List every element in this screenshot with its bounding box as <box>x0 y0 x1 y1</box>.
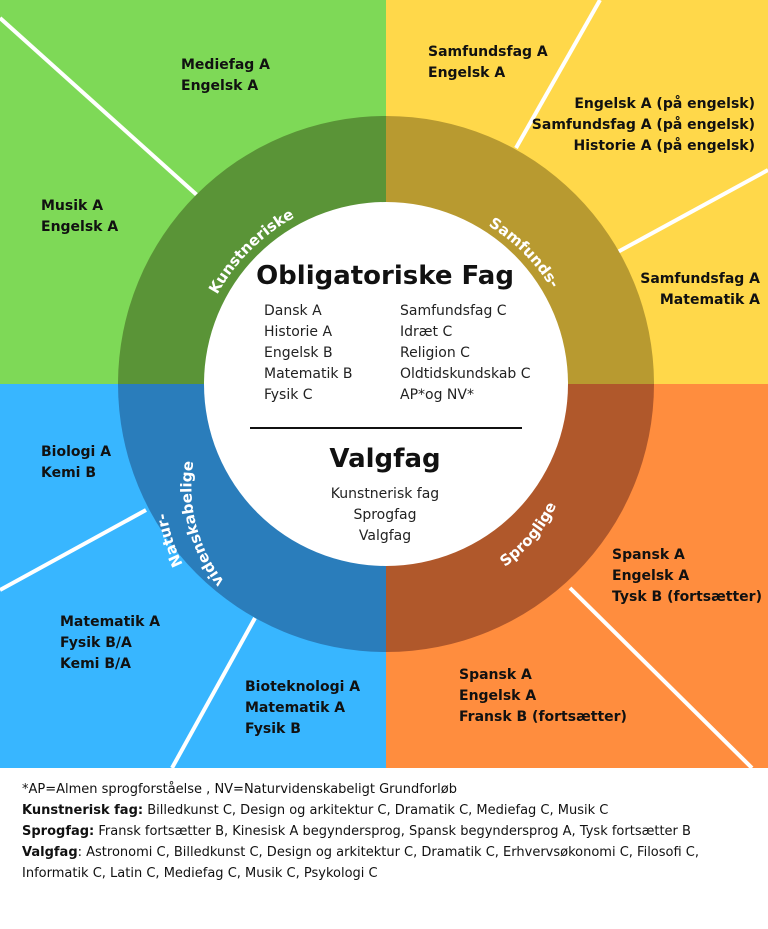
separator-lines <box>0 0 768 768</box>
subject-label: Engelsk A <box>181 78 259 94</box>
subject-label: Samfundsfag A (på engelsk) <box>531 117 755 133</box>
sprog-note-text: Fransk fortsætter B, Kinesisk A begynder… <box>94 824 691 839</box>
subject-item: Idræt C <box>400 324 453 340</box>
subject-label: Matematik A <box>659 292 760 308</box>
subject-label: Matematik A <box>60 614 161 630</box>
subject-item: Dansk A <box>264 303 322 319</box>
natur-group-3: Bioteknologi A Matematik A Fysik B <box>245 677 360 740</box>
subject-label: Fysik B <box>245 721 301 737</box>
valg-note-text: : Astronomi C, Billedkunst C, Design og … <box>22 845 700 881</box>
kunst-note-label: Kunstnerisk fag: <box>22 803 144 818</box>
subject-label: Fysik B/A <box>60 635 132 651</box>
subject-label: Engelsk A <box>428 65 506 81</box>
elective-item: Sprogfag <box>353 507 417 523</box>
subject-label: Kemi B/A <box>60 656 131 672</box>
natur-group-2: Matematik A Fysik B/A Kemi B/A <box>60 612 160 675</box>
subject-item: Religion C <box>400 345 470 361</box>
samfund-group-1: Samfundsfag A Engelsk A <box>428 42 548 84</box>
separator-line <box>0 16 200 198</box>
kunst-group-2: Musik A Engelsk A <box>41 196 118 238</box>
subject-label: Mediefag A <box>181 57 271 73</box>
mandatory-list-right: Samfundsfag C Idræt C Religion C Oldtids… <box>400 301 531 406</box>
kunst-note-text: Billedkunst C, Design og arkitektur C, D… <box>143 803 609 818</box>
kunst-group-1: Mediefag A Engelsk A <box>181 55 270 97</box>
subject-label: Matematik A <box>245 700 346 716</box>
elective-item: Kunstnerisk fag <box>330 486 440 502</box>
sprog-group-1: Spansk A Engelsk A Tysk B (fortsætter) <box>612 545 762 608</box>
subject-label: Samfundsfag A <box>640 271 760 287</box>
valg-note-label: Valgfag <box>22 845 78 860</box>
subject-label: Musik A <box>41 198 104 214</box>
subject-item: Oldtidskundskab C <box>400 366 531 382</box>
sprog-group-2: Spansk A Engelsk A Fransk B (fortsætter) <box>459 665 627 728</box>
natur-group-1: Biologi A Kemi B <box>41 442 111 484</box>
subject-item: AP*og NV* <box>400 387 474 403</box>
mandatory-list-left: Dansk A Historie A Engelsk B Matematik B… <box>264 301 353 406</box>
subject-label: Engelsk A (på engelsk) <box>574 96 755 112</box>
divider-line <box>250 427 522 429</box>
valgfag-title: Valgfag <box>329 444 441 474</box>
separator-line <box>568 586 754 768</box>
subject-item: Matematik B <box>264 366 353 382</box>
subject-item: Historie A <box>264 324 333 340</box>
subject-label: Biologi A <box>41 444 112 460</box>
valg-note: Valgfag: Astronomi C, Billedkunst C, Des… <box>22 842 752 884</box>
subject-label: Engelsk A <box>41 219 119 235</box>
sprog-note-label: Sprogfag: <box>22 824 95 839</box>
subject-label: Tysk B (fortsætter) <box>612 589 762 605</box>
subject-label: Kemi B <box>41 465 97 481</box>
subject-item: Fysik C <box>264 387 313 403</box>
subject-label: Engelsk A <box>459 688 537 704</box>
subject-label: Fransk B (fortsætter) <box>459 709 627 725</box>
abbreviation-note: *AP=Almen sprogforståelse , NV=Naturvide… <box>22 782 457 797</box>
obligatoriske-title: Obligatoriske Fag <box>256 261 514 291</box>
elective-item: Valgfag <box>358 528 412 544</box>
sprog-note: Sprogfag: Fransk fortsætter B, Kinesisk … <box>22 821 752 842</box>
subject-label: Engelsk A <box>612 568 690 584</box>
samfund-group-2: Engelsk A (på engelsk) Samfundsfag A (på… <box>532 94 755 157</box>
separator-line <box>170 617 257 768</box>
subject-item: Samfundsfag C <box>400 303 507 319</box>
center-content: Obligatoriske Fag Dansk A Historie A Eng… <box>232 228 538 548</box>
footer-notes: *AP=Almen sprogforståelse , NV=Naturvide… <box>22 779 752 884</box>
center-circle <box>204 202 568 566</box>
separator-line <box>0 508 147 592</box>
subject-label: Spansk A <box>612 547 685 563</box>
subject-label: Spansk A <box>459 667 532 683</box>
samfund-group-3: Samfundsfag A Matematik A <box>640 269 760 311</box>
study-lines-diagram: Kunstneriske Samfunds- videnskabelige Na… <box>0 0 768 768</box>
subject-label: Bioteknologi A <box>245 679 361 695</box>
separator-line <box>613 168 768 256</box>
kunst-note: Kunstnerisk fag: Billedkunst C, Design o… <box>22 800 752 821</box>
valgfag-list: Kunstnerisk fag Sprogfag Valgfag <box>232 484 538 547</box>
subject-label: Historie A (på engelsk) <box>573 138 755 154</box>
separator-line <box>514 0 602 149</box>
subject-item: Engelsk B <box>264 345 333 361</box>
subject-label: Samfundsfag A <box>428 44 548 60</box>
